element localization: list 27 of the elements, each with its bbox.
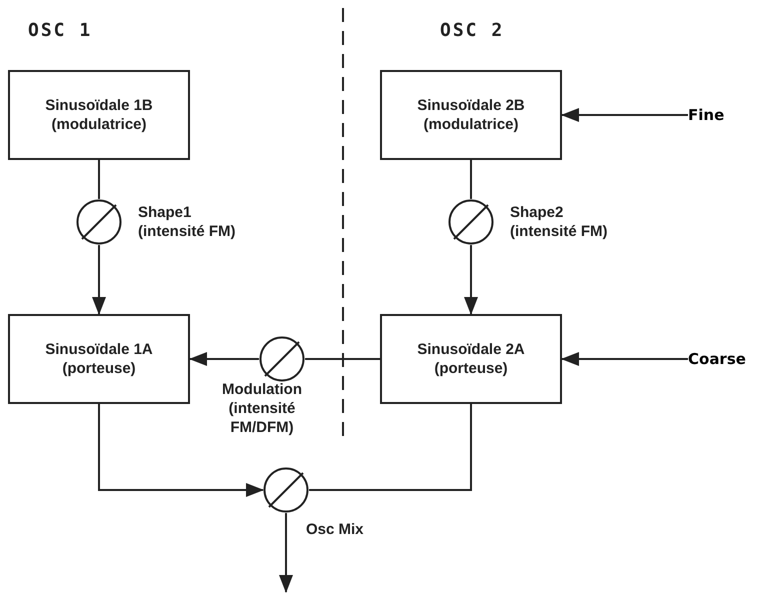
box-label: Sinusoïdale 2A (porteuse) <box>416 340 526 378</box>
connector-arrow <box>189 352 259 366</box>
oscillator-box <box>8 314 190 404</box>
knob-symbol <box>259 336 305 382</box>
box-label: Sinusoïdale 2B (modulatrice) <box>416 96 526 134</box>
parameter-label: Modulation (intensité FM/DFM) <box>221 380 303 437</box>
input-label: Fine <box>688 103 738 127</box>
parameter-label: Shape1 (intensité FM) <box>138 203 236 241</box>
section-heading: OSC 1 <box>28 20 92 41</box>
oscillator-box <box>8 70 190 160</box>
connector-arrow <box>92 245 106 315</box>
connector-arrow <box>279 513 293 593</box>
connector-arrow <box>464 245 478 315</box>
parameter-label: Osc Mix <box>306 520 365 539</box>
section-heading: OSC 2 <box>440 20 504 41</box>
parameter-label: Shape2 (intensité FM) <box>510 203 608 241</box>
knob-symbol <box>448 199 494 245</box>
box-label: Sinusoïdale 1A (porteuse) <box>44 340 154 378</box>
knob-symbol <box>263 467 309 513</box>
input-label: Coarse <box>688 347 756 371</box>
knob-symbol <box>76 199 122 245</box>
box-label: Sinusoïdale 1B (modulatrice) <box>44 96 154 134</box>
oscillator-box <box>380 70 562 160</box>
connector-arrow <box>561 352 688 366</box>
connector-arrow <box>561 108 688 122</box>
oscillator-box <box>380 314 562 404</box>
connector-arrow <box>98 404 264 497</box>
